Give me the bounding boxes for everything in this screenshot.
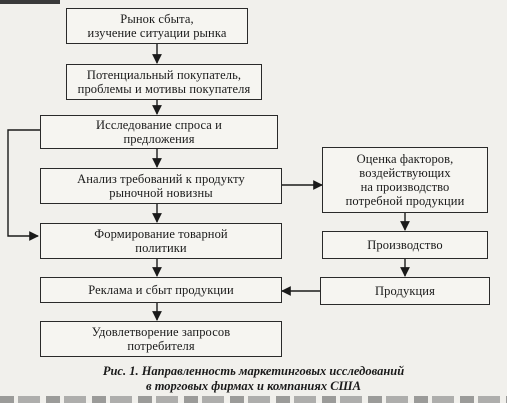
market-box: Рынок сбыта, изучение ситуации рынка [66, 8, 248, 44]
demand-box: Исследование спроса и предложения [40, 115, 278, 149]
scan-artifact-bottom [0, 396, 507, 403]
requirements-box: Анализ требований к продукту рыночной но… [40, 168, 282, 204]
figure-caption: Рис. 1. Направленность маркетинговых исс… [102, 364, 405, 393]
product-box: Продукция [320, 277, 490, 305]
scan-artifact-top [0, 0, 60, 4]
satisfaction-box: Удовлетворение запросов потребителя [40, 321, 282, 357]
policy-box: Формирование товарной политики [40, 223, 282, 259]
arrow-demand-bypass-to-policy [7, 129, 40, 241]
advertising-box: Реклама и сбыт продукции [40, 277, 282, 303]
buyer-box: Потенциальный покупатель, проблемы и мот… [66, 64, 262, 100]
factors-box: Оценка факторов, воздействующих на произ… [322, 147, 488, 213]
production-box: Производство [322, 231, 488, 259]
